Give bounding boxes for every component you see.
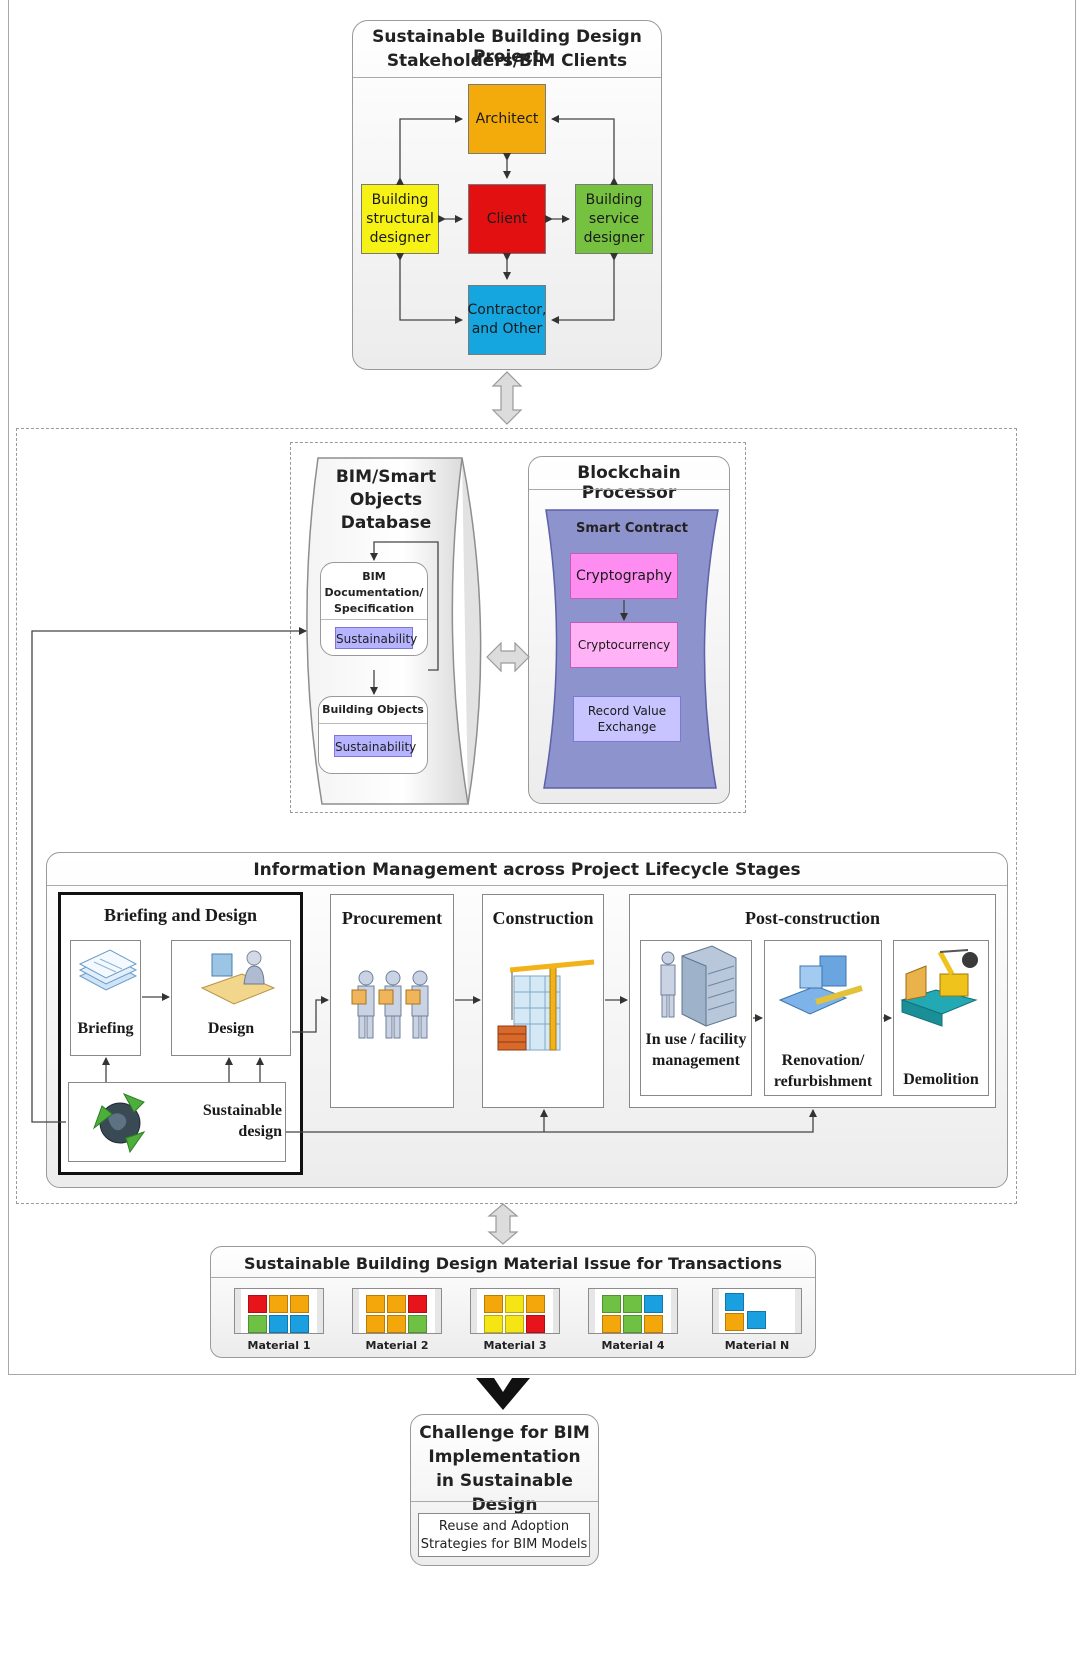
construction-label: Construction [492, 908, 594, 928]
material-swatch [290, 1295, 309, 1313]
material-swatch [269, 1315, 288, 1333]
challenge-panel: Challenge for BIM Implementation in Sust… [410, 1414, 599, 1566]
material-label: Material 2 [365, 1339, 429, 1352]
stakeholders-title-line1: Sustainable Building Design Project [372, 27, 642, 67]
blockchain-title: Blockchain Processor [577, 463, 681, 503]
challenge-title-divider [411, 1501, 598, 1502]
in-use-label: In use / facility management [645, 1031, 747, 1069]
renovation-label: Renovation/ refurbishment [773, 1052, 873, 1090]
recycle-globe-icon [92, 1093, 146, 1154]
material-label: Material 3 [483, 1339, 547, 1352]
material-swatch [505, 1295, 524, 1313]
material-swatch [602, 1295, 621, 1313]
integration-region [16, 428, 1017, 1204]
cryptocurrency-box: Cryptocurrency [570, 622, 678, 668]
record-value-exchange-box: Record Value Exchange [573, 696, 681, 742]
material-swatch [290, 1315, 309, 1333]
material-label: Material 4 [601, 1339, 665, 1352]
lifecycle-title: Information Management across Project Li… [253, 860, 801, 880]
material-swatch [269, 1295, 288, 1313]
material-swatch [484, 1295, 503, 1313]
renovation-tools-icon [778, 955, 863, 1015]
material-swatch [526, 1315, 545, 1333]
designer-at-desk-icon [200, 950, 276, 1005]
material-swatch [366, 1315, 385, 1333]
briefing-design-title: Briefing and Design [103, 905, 258, 925]
materials-title-divider [211, 1277, 815, 1278]
smart-contract-label: Smart Contract [576, 521, 688, 536]
material-swatch [387, 1315, 406, 1333]
material-swatch [623, 1315, 642, 1333]
reuse-adoption-box: Reuse and Adoption Strategies for BIM Mo… [418, 1513, 590, 1557]
contractor-box: Contractor, and Other [468, 285, 547, 355]
database-title: BIM/Smart Objects Database [335, 467, 437, 533]
bim-documentation-title: BIM Documentation/ Specification [324, 570, 424, 615]
material-swatch [408, 1315, 427, 1333]
material-swatch [644, 1315, 663, 1333]
architect-box: Architect [468, 84, 546, 154]
material-swatch [602, 1315, 621, 1333]
documentation-sustainability-chip: Sustainability [335, 627, 417, 649]
design-label: Design [207, 1020, 255, 1037]
briefing-documents-icon [78, 949, 138, 991]
material-swatch [725, 1293, 744, 1311]
material-swatch [387, 1295, 406, 1313]
material-swatch [366, 1295, 385, 1313]
material-swatch [484, 1315, 503, 1333]
material-swatch [725, 1313, 744, 1331]
material-card [470, 1288, 560, 1334]
challenge-title: Challenge for BIM Implementation in Sust… [419, 1423, 590, 1515]
material-card [352, 1288, 442, 1334]
facility-management-icon [660, 945, 737, 1027]
objects-sustainability-chip: Sustainability [334, 735, 416, 757]
bim-documentation-card: BIM Documentation/ Specification Sustain… [320, 562, 428, 656]
materials-title: Sustainable Building Design Material Iss… [243, 1254, 783, 1273]
material-swatch [747, 1311, 766, 1329]
sustainable-design-label: Sustainable design [202, 1102, 282, 1140]
material-label: Material N [724, 1339, 790, 1352]
material-swatch [408, 1295, 427, 1313]
material-swatch [526, 1295, 545, 1313]
building-objects-divider [319, 723, 427, 724]
procurement-label: Procurement [341, 908, 443, 928]
material-swatch [248, 1295, 267, 1313]
material-label: Material 1 [247, 1339, 311, 1352]
construction-crane-icon [497, 959, 595, 1051]
stakeholders-title-line2: Stakeholders/BIM Clients [386, 51, 628, 71]
demolition-label: Demolition [903, 1071, 979, 1088]
material-card [588, 1288, 678, 1334]
building-objects-title: Building Objects [322, 703, 424, 716]
demolition-machine-icon [900, 949, 978, 1027]
material-swatch [248, 1315, 267, 1333]
procurement-team-icon [351, 970, 429, 1039]
cryptography-box: Cryptography [570, 553, 678, 599]
blockchain-title-divider [529, 489, 729, 490]
briefing-label: Briefing [77, 1020, 134, 1037]
building-objects-card: Building Objects Sustainability [318, 696, 428, 774]
stakeholders-title-divider [353, 77, 661, 78]
material-swatch [623, 1295, 642, 1313]
database-blockchain-region [290, 442, 746, 813]
outer-frame [8, 0, 1076, 1375]
bim-documentation-divider [321, 619, 427, 620]
post-construction-label: Post-construction [745, 908, 880, 928]
material-swatch [644, 1295, 663, 1313]
lifecycle-title-divider [47, 885, 1007, 886]
material-card [234, 1288, 324, 1334]
material-card [712, 1288, 802, 1334]
material-swatch [505, 1315, 524, 1333]
